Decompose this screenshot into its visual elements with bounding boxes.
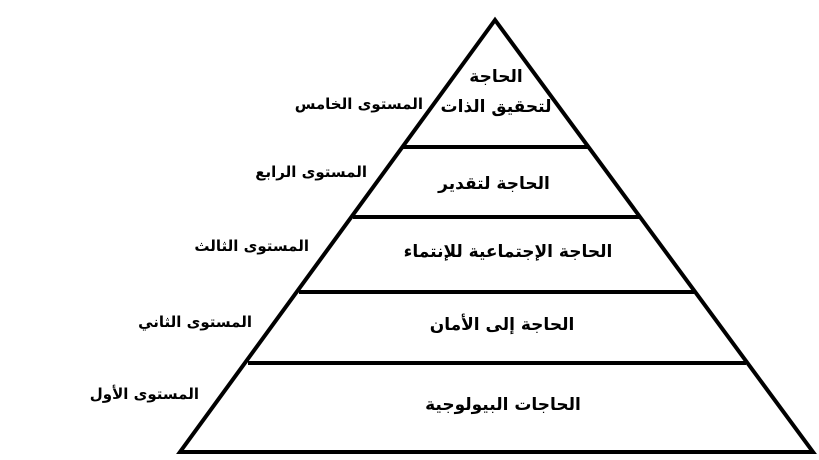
- level-label-third: المستوى الثالث: [194, 237, 309, 255]
- tier-physiological: الحاجات البيولوجية: [425, 395, 581, 415]
- tier-safety: الحاجة إلى الأمان: [430, 315, 575, 335]
- tier-self-actualization-line1: الحاجة: [469, 67, 523, 87]
- tier-self-actualization: الحاجة لتحقيق الذات: [441, 62, 552, 122]
- level-label-fifth: المستوى الخامس: [294, 95, 423, 113]
- tier-physiological-line1: الحاجات البيولوجية: [425, 395, 581, 415]
- tier-safety-line1: الحاجة إلى الأمان: [429, 315, 575, 335]
- tier-belonging-line1: الحاجة الإجتماعية للإنتماء: [403, 242, 613, 262]
- level-label-first: المستوى الأول: [89, 385, 199, 403]
- level-label-fourth: المستوى الرابع: [255, 163, 367, 181]
- pyramid-outline: [176, 16, 817, 454]
- level-label-second: المستوى الثاني: [138, 313, 252, 331]
- tier-self-actualization-line2: لتحقيق الذات: [440, 97, 552, 117]
- tier-esteem: الحاجة لتقدير: [438, 174, 550, 194]
- tier-belonging: الحاجة الإجتماعية للإنتماء: [404, 242, 613, 262]
- tier-esteem-line1: الحاجة لتقدير: [438, 174, 550, 194]
